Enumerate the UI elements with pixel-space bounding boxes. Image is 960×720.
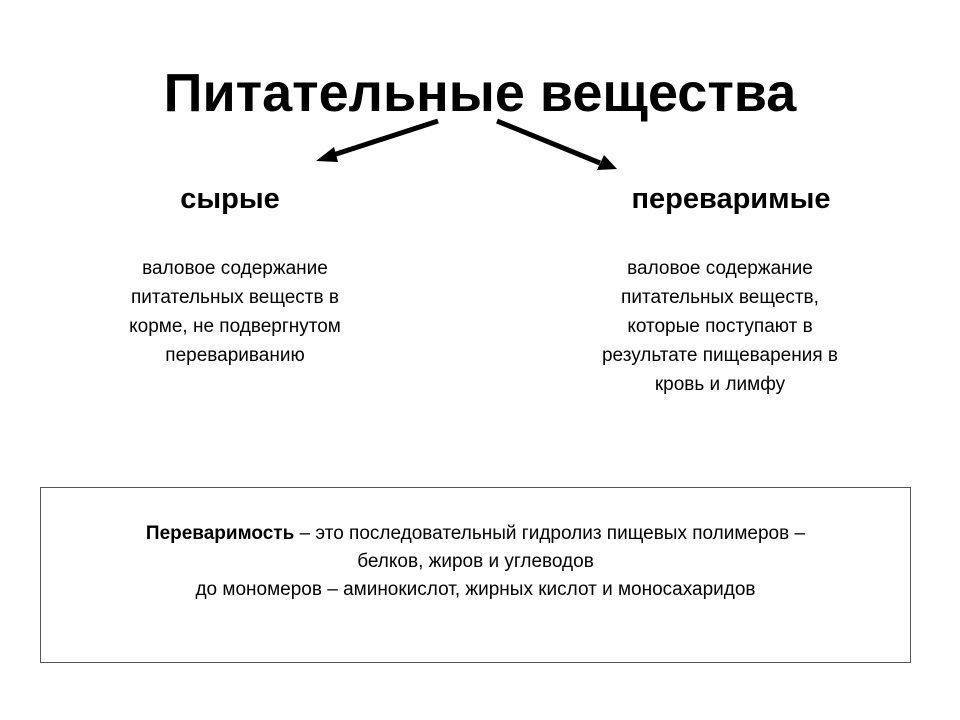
definition-term: Переваримость — [145, 523, 295, 544]
description-line: кровь и лимфу — [654, 374, 786, 395]
diagram-title: Питательные вещества — [163, 63, 797, 123]
branch-raw-label: сырые — [180, 183, 280, 215]
definition-box: Переваримость – это последовательный гид… — [40, 487, 911, 663]
description-line: которые поступают в — [627, 316, 813, 337]
definition-line-3: до мономеров – аминокислот, жирных кисло… — [195, 579, 756, 600]
description-line: перевариванию — [165, 345, 305, 366]
branch-digestible-description: валовое содержание питательных веществ, … — [555, 254, 885, 399]
description-line: результате пищеварения в — [601, 345, 838, 366]
description-line: питательных веществ, — [621, 287, 819, 308]
description-line: валовое содержание — [142, 258, 328, 279]
description-line: корме, не подвергнутом — [129, 316, 341, 337]
arrow-right — [496, 118, 617, 170]
definition-text: Переваримость – это последовательный гид… — [41, 520, 910, 604]
description-line: питательных веществ в — [131, 287, 339, 308]
definition-line-1: Переваримость – это последовательный гид… — [41, 520, 910, 548]
definition-line-2: белков, жиров и углеводов — [357, 551, 594, 572]
arrow-left — [316, 118, 439, 162]
definition-line-1-rest: – это последовательный гидролиз пищевых … — [294, 523, 806, 544]
branch-raw-description: валовое содержание питательных веществ в… — [90, 254, 380, 370]
branch-digestible-label: переваримые — [631, 183, 831, 215]
description-line: валовое содержание — [627, 258, 813, 279]
